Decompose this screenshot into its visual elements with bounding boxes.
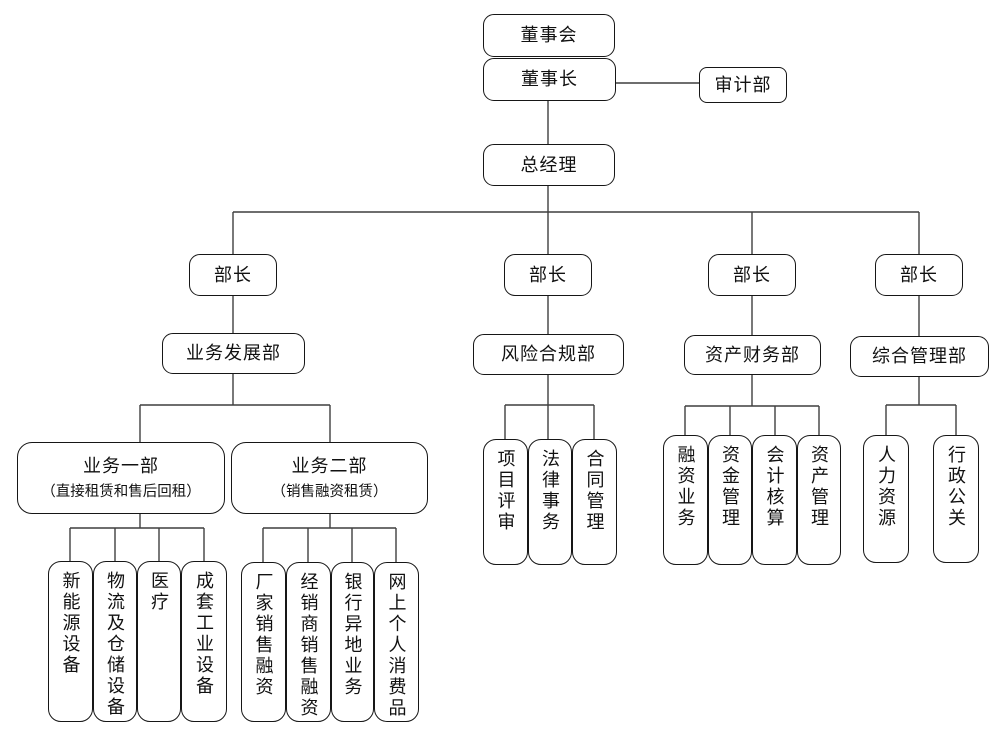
node-subtitle: （销售融资租赁） bbox=[271, 484, 388, 501]
node-audit-dept: 审计部 bbox=[699, 67, 787, 103]
node-label: 会计核算 bbox=[764, 445, 785, 529]
node-label: 资产财务部 bbox=[705, 344, 800, 365]
node-label: 医疗 bbox=[149, 571, 169, 613]
node-financing-business: 融资业务 bbox=[663, 435, 708, 565]
node-label: 厂家销售融资 bbox=[253, 572, 274, 698]
node-label: 审计部 bbox=[714, 74, 772, 95]
node-label: 银行异地业务 bbox=[342, 572, 363, 698]
node-subtitle: （直接租赁和售后回租） bbox=[41, 484, 201, 501]
node-label: 综合管理部 bbox=[872, 346, 967, 367]
node-risk-compliance-dept: 风险合规部 bbox=[473, 334, 624, 375]
node-label: 人力资源 bbox=[876, 445, 896, 529]
node-legal-affairs: 法律事务 bbox=[528, 439, 572, 565]
node-project-review: 项目评审 bbox=[483, 439, 528, 565]
node-label: 法律事务 bbox=[540, 449, 560, 533]
node-label: 经销商销售融资 bbox=[298, 572, 319, 719]
node-logistics-warehousing-equipment: 物流及仓储设备 bbox=[93, 561, 137, 722]
node-contract-management: 合同管理 bbox=[572, 439, 617, 565]
node-label: 合同管理 bbox=[584, 449, 605, 533]
node-label: 董事会 bbox=[520, 25, 578, 46]
node-admin-public-relations: 行政公关 bbox=[933, 435, 979, 563]
node-label: 风险合规部 bbox=[501, 344, 596, 365]
node-business-unit-2: 业务二部 （销售融资租赁） bbox=[231, 442, 428, 514]
node-accounting: 会计核算 bbox=[752, 435, 797, 565]
node-minister-3: 部长 bbox=[708, 254, 796, 296]
node-label: 物流及仓储设备 bbox=[105, 571, 125, 718]
node-new-energy-equipment: 新能源设备 bbox=[48, 561, 93, 722]
node-label: 网上个人消费品 bbox=[386, 572, 407, 719]
node-label: 资产管理 bbox=[809, 445, 829, 529]
node-title: 业务二部 bbox=[291, 455, 368, 476]
node-business-unit-1: 业务一部 （直接租赁和售后回租） bbox=[17, 442, 225, 514]
node-online-personal-consumer-goods: 网上个人消费品 bbox=[374, 562, 419, 722]
node-label: 成套工业设备 bbox=[194, 571, 214, 697]
node-label: 董事长 bbox=[521, 69, 578, 90]
node-label: 行政公关 bbox=[946, 445, 966, 529]
node-label: 部长 bbox=[529, 264, 567, 285]
node-medical: 医疗 bbox=[137, 561, 181, 722]
node-asset-finance-dept: 资产财务部 bbox=[684, 335, 821, 375]
node-label: 部长 bbox=[214, 264, 252, 285]
node-label: 项目评审 bbox=[495, 449, 516, 533]
node-general-manager: 总经理 bbox=[483, 144, 615, 186]
node-dealer-sales-financing: 经销商销售融资 bbox=[286, 562, 331, 722]
node-label: 资金管理 bbox=[720, 445, 740, 529]
node-asset-management: 资产管理 bbox=[797, 435, 841, 565]
node-fund-management: 资金管理 bbox=[708, 435, 752, 565]
node-minister-2: 部长 bbox=[504, 254, 592, 296]
node-complete-industrial-equipment: 成套工业设备 bbox=[181, 561, 227, 722]
node-label: 部长 bbox=[900, 264, 938, 285]
node-label: 融资业务 bbox=[675, 445, 696, 529]
node-chairman: 董事长 bbox=[483, 58, 616, 101]
node-human-resources: 人力资源 bbox=[863, 435, 909, 563]
node-bank-remote-business: 银行异地业务 bbox=[331, 562, 374, 722]
node-manufacturer-sales-financing: 厂家销售融资 bbox=[241, 562, 286, 722]
node-general-management-dept: 综合管理部 bbox=[850, 336, 989, 377]
node-minister-4: 部长 bbox=[875, 254, 963, 296]
node-label: 业务发展部 bbox=[186, 343, 281, 364]
node-board-of-directors: 董事会 bbox=[483, 14, 615, 57]
node-minister-1: 部长 bbox=[189, 254, 277, 296]
node-label: 新能源设备 bbox=[60, 571, 81, 676]
node-title: 业务一部 bbox=[83, 455, 159, 476]
node-business-development-dept: 业务发展部 bbox=[162, 333, 305, 374]
node-label: 部长 bbox=[733, 264, 771, 285]
node-label: 总经理 bbox=[520, 154, 578, 175]
